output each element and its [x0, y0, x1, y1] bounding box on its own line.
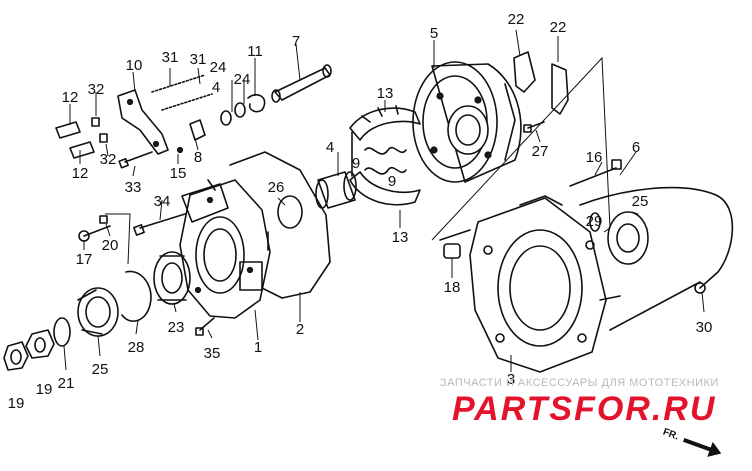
part-rear-cover	[439, 195, 621, 373]
callout-31a: 31	[162, 49, 179, 66]
watermark: ЗАПЧАСТИ И АКСЕССУАРЫ ДЛЯ МОТОТЕХНИКИ PA…	[440, 377, 719, 428]
callout-18: 18	[444, 279, 461, 296]
part-washer	[53, 317, 71, 347]
callout-33: 33	[125, 179, 142, 196]
callout-25b: 25	[632, 193, 649, 210]
callout-29: 29	[586, 213, 603, 230]
callout-27: 27	[532, 143, 549, 160]
callout-35: 35	[204, 345, 221, 362]
part-circlip	[121, 270, 152, 322]
callout-19b: 19	[36, 381, 53, 398]
part-springs	[151, 74, 213, 111]
callout-20: 20	[102, 237, 119, 254]
part-clips-12	[55, 117, 108, 159]
callout-23: 23	[168, 319, 185, 336]
callout-19a: 19	[8, 395, 25, 412]
callout-34: 34	[154, 193, 171, 210]
part-gasket	[229, 151, 331, 299]
callout-13b: 13	[392, 229, 409, 246]
callout-6: 6	[632, 139, 640, 156]
part-bolt-17	[78, 213, 131, 265]
part-bolt-33	[118, 151, 153, 169]
callout-11: 11	[247, 43, 263, 60]
part-axle	[579, 186, 734, 331]
callout-1: 1	[254, 339, 262, 356]
callout-21: 21	[58, 375, 75, 392]
part-bracket-34	[133, 179, 229, 236]
part-plates-22	[513, 51, 569, 115]
callout-3: 3	[507, 371, 515, 388]
callout-4: 4	[326, 139, 334, 156]
callout-26: 26	[268, 179, 285, 196]
part-small-clips	[176, 94, 266, 154]
watermark-caption: ЗАПЧАСТИ И АКСЕССУАРЫ ДЛЯ МОТОТЕХНИКИ	[440, 377, 719, 389]
callout-28: 28	[128, 339, 145, 356]
callout-24a: 24	[210, 59, 227, 76]
part-bolt-35	[195, 317, 215, 336]
callout-leaders	[63, 29, 705, 372]
callout-9b: 9	[388, 173, 396, 190]
watermark-logo-part1: PARTS	[452, 390, 574, 428]
part-plug-18	[443, 243, 461, 259]
part-brake-drum	[412, 61, 522, 183]
watermark-logo-part2: FOR.RU	[574, 390, 716, 428]
part-brake-shoes	[349, 105, 421, 206]
part-oil-seal	[77, 287, 119, 337]
callout-17: 17	[76, 251, 93, 268]
callout-numbers: 1 2 3 4 4 5 6 7 8 9 9 10 11 12 12 13 13 …	[8, 11, 713, 412]
callout-12a: 12	[62, 89, 79, 106]
callout-22b: 22	[550, 19, 567, 36]
part-nuts	[3, 329, 55, 371]
part-camshaft	[271, 64, 332, 103]
callout-30: 30	[696, 319, 713, 336]
part-brake-arm	[117, 89, 169, 155]
callout-4b: 4	[212, 79, 220, 96]
callout-32a: 32	[88, 81, 105, 98]
callout-5: 5	[430, 25, 438, 42]
part-bolt-27	[523, 121, 545, 133]
callout-10: 10	[126, 57, 143, 74]
callout-24b: 24	[234, 71, 251, 88]
part-collar	[315, 171, 357, 209]
reference-frame	[431, 56, 611, 241]
callout-9a: 9	[352, 155, 360, 172]
callout-15: 15	[170, 165, 187, 182]
arrow-right-icon	[682, 437, 722, 457]
callout-32b: 32	[100, 151, 117, 168]
part-bearing	[153, 251, 191, 305]
callout-25a: 25	[92, 361, 109, 378]
callout-7: 7	[292, 33, 300, 50]
direction-marker: FR.	[661, 427, 722, 457]
part-brake-panel	[179, 179, 271, 319]
callout-22a: 22	[508, 11, 525, 28]
part-seal-right	[589, 211, 649, 265]
callout-2: 2	[296, 321, 304, 338]
callout-12b: 12	[72, 165, 89, 182]
watermark-logo: PARTSFOR.RU	[452, 390, 716, 428]
direction-label: FR.	[661, 427, 680, 443]
callout-8: 8	[194, 149, 202, 166]
callout-16: 16	[586, 149, 603, 166]
part-bolt-16	[569, 159, 622, 187]
callout-31b: 31	[190, 51, 207, 68]
callout-13a: 13	[377, 85, 394, 102]
